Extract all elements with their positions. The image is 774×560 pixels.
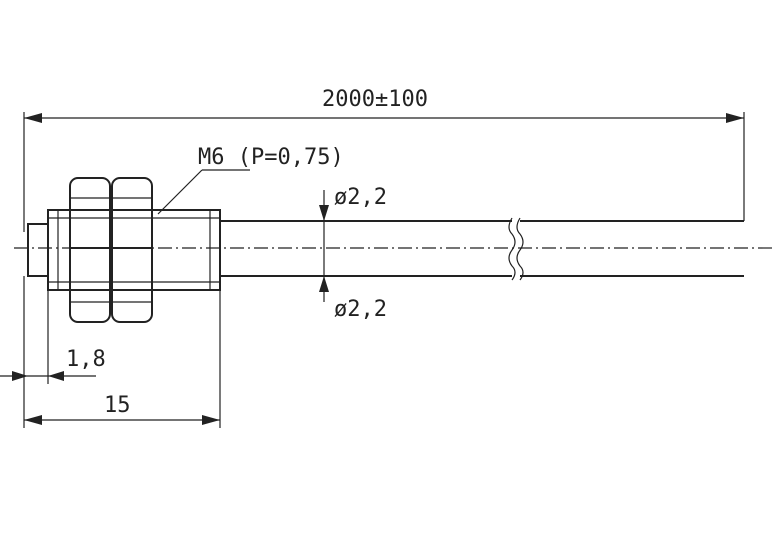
thread-length-dimension [23, 276, 221, 428]
diameter-dimension [319, 190, 329, 302]
tip-length-dimension [0, 290, 96, 384]
cable [220, 217, 744, 281]
total-length-dimension [23, 112, 745, 232]
hex-nut-right [111, 177, 153, 323]
diameter-bottom-label: ø2,2 [334, 297, 387, 322]
threaded-body [47, 209, 221, 291]
thread-leader [157, 169, 250, 215]
thread-label: M6 (P=0,75) [198, 145, 344, 170]
sensor-tip [27, 223, 49, 277]
hex-nut-left [69, 177, 111, 323]
thread-length-label: 15 [104, 393, 131, 418]
tip-length-label: 1,8 [66, 347, 106, 372]
total-length-label: 2000±100 [322, 87, 428, 112]
diameter-top-label: ø2,2 [334, 185, 387, 210]
